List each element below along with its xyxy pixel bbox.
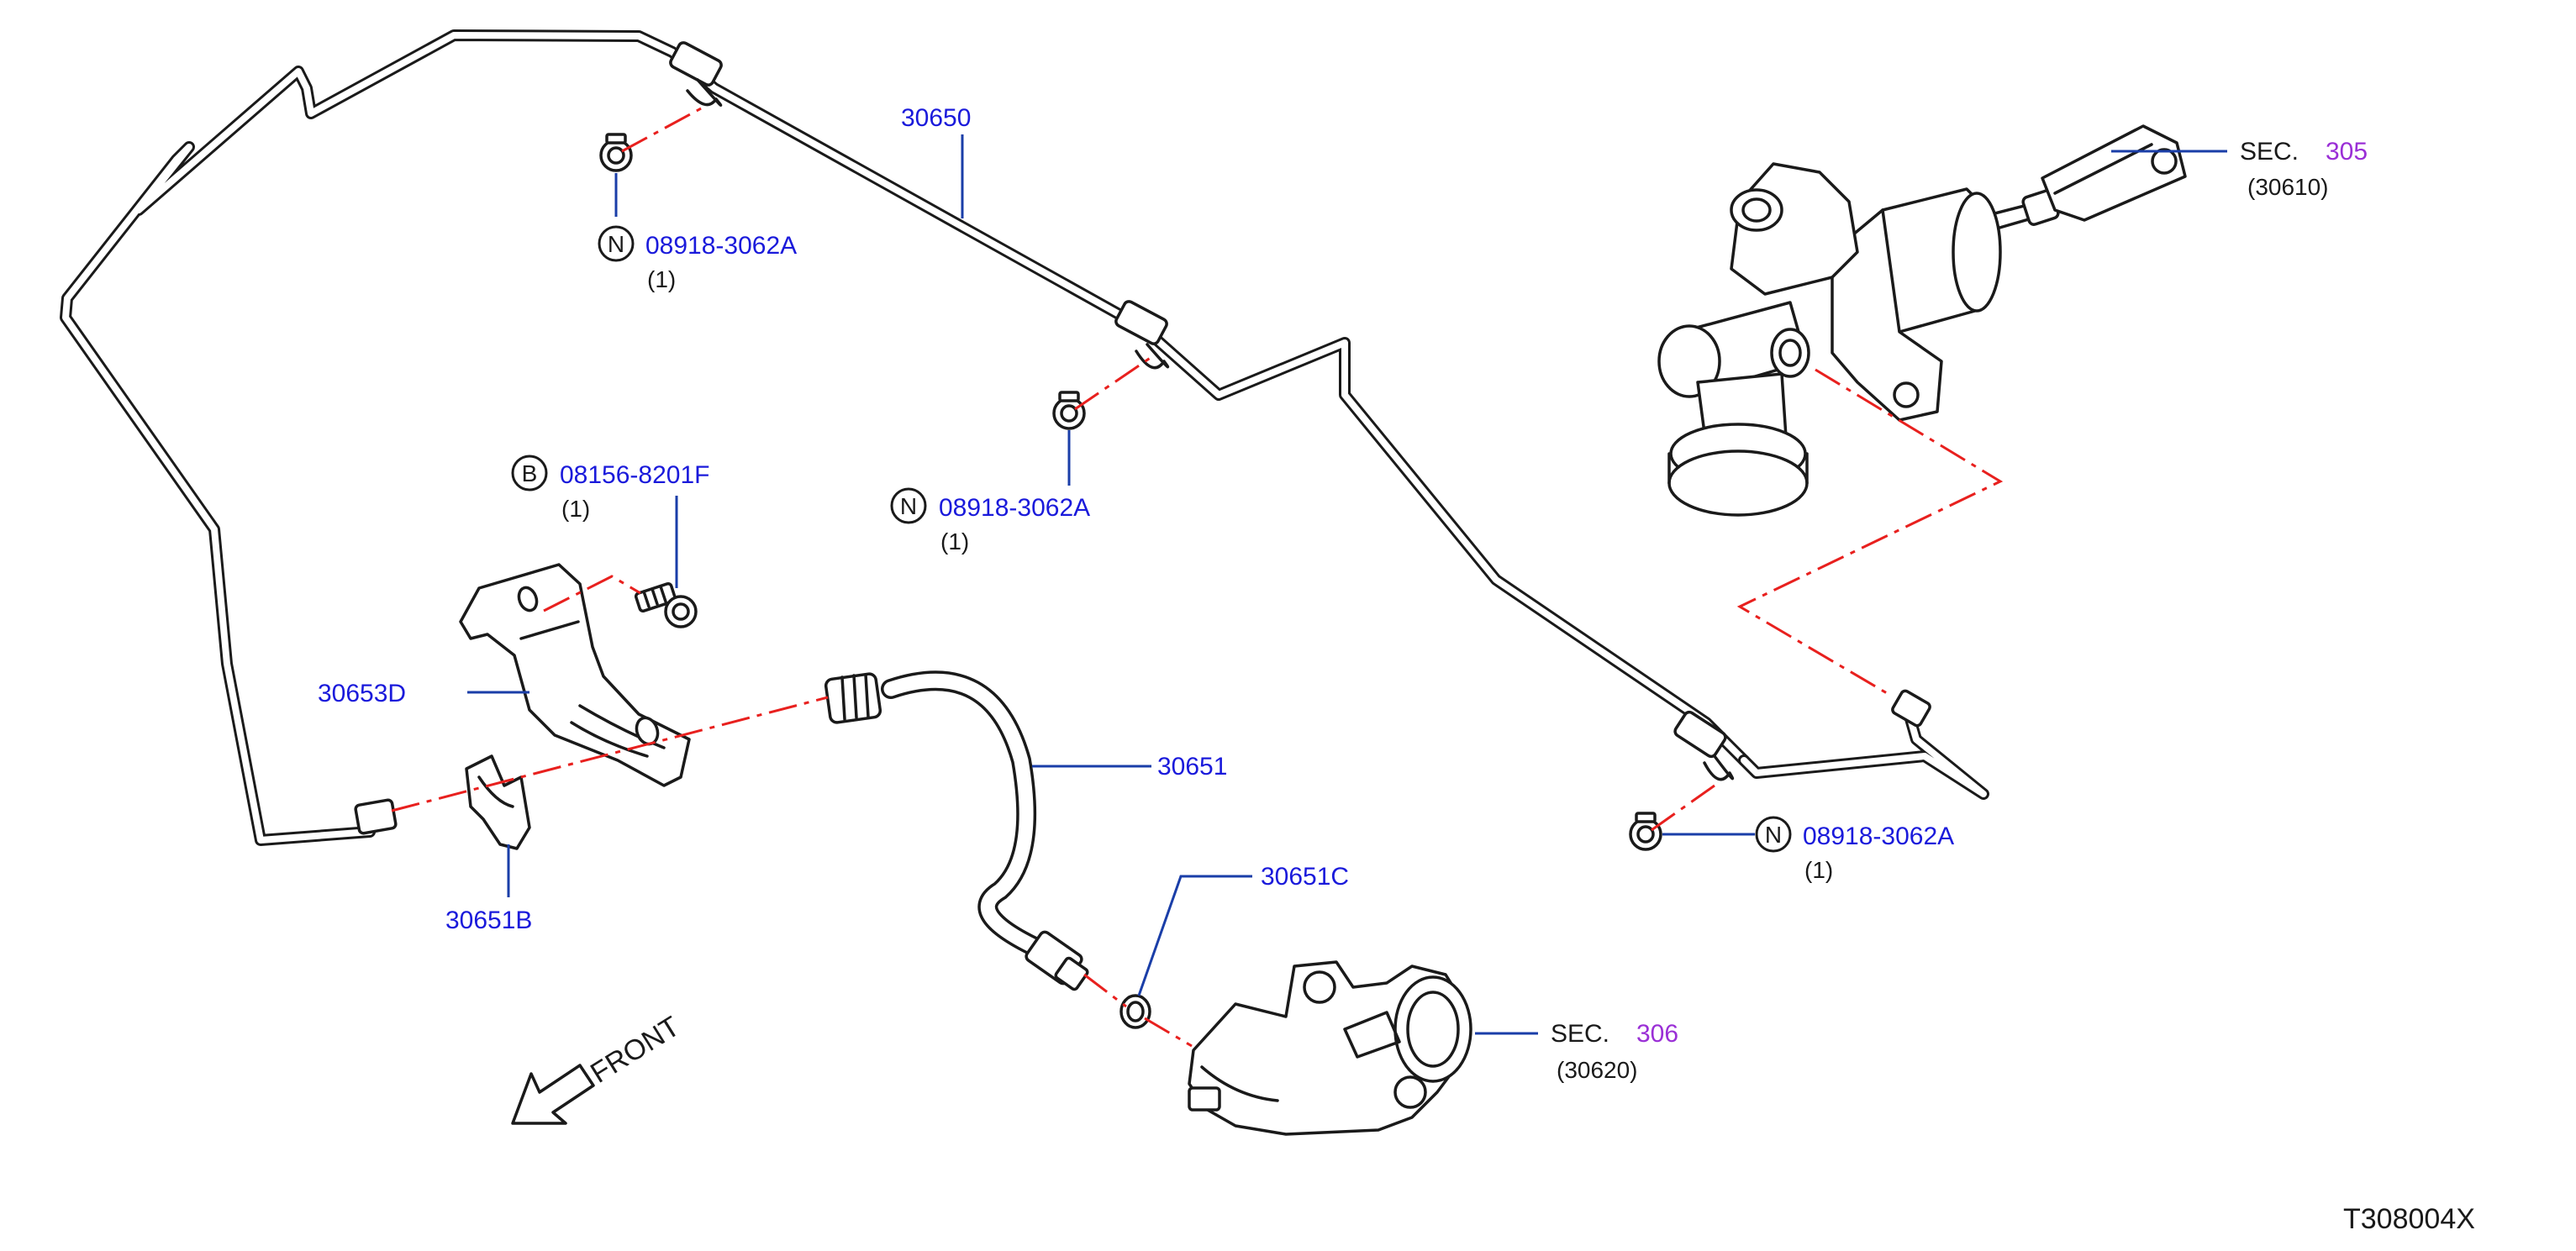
front-marker: FRONT (511, 1011, 686, 1125)
sec-306-number: 306 (1636, 1020, 1678, 1048)
n-symbol: N (900, 493, 917, 519)
n-symbol: N (608, 231, 624, 257)
callout-nut-top[interactable]: N 08918-3062A (1) (598, 225, 797, 292)
clutch-hose-30651[interactable] (824, 670, 1089, 991)
leader-lines (467, 134, 2227, 1035)
assembly-centerlines (391, 106, 2004, 1048)
sec-305-number: 305 (2326, 138, 2368, 166)
nut-right[interactable] (1629, 812, 1662, 851)
sec-306-ref: (30620) (1557, 1057, 1638, 1083)
b-symbol: B (522, 460, 538, 486)
callout-30651c[interactable]: 30651C (1261, 863, 1349, 891)
b-symbol-circle (511, 455, 548, 491)
n-symbol-circle (598, 225, 635, 262)
callout-30653d[interactable]: 30653D (318, 680, 406, 707)
bolt-part-number: 08156-8201F (560, 461, 709, 489)
callout-sec-305[interactable]: SEC. 305 (30610) (2240, 138, 2368, 200)
nut-top-part-number: 08918-3062A (645, 232, 797, 260)
nut-mid-part-number: 08918-3062A (939, 494, 1090, 522)
nut-top-qty: (1) (647, 266, 676, 292)
nut-right-part-number: 08918-3062A (1803, 823, 1954, 850)
n-symbol-circle (890, 487, 927, 524)
callout-30651b[interactable]: 30651B (445, 907, 532, 934)
callout-sec-306[interactable]: SEC. 306 (30620) (1551, 1020, 1678, 1083)
callout-nut-mid[interactable]: N 08918-3062A (1) (890, 487, 1090, 555)
front-label: FRONT (585, 1011, 685, 1090)
callout-30651[interactable]: 30651 (1157, 753, 1227, 781)
nut-mid-qty: (1) (940, 528, 969, 555)
nut-top[interactable] (599, 133, 633, 172)
diagram-id: T308004X (2343, 1203, 2475, 1235)
n-symbol-circle (1755, 816, 1792, 853)
sec-305-ref: (30610) (2247, 174, 2329, 200)
bracket-30653d[interactable] (459, 563, 691, 787)
bolt-qty: (1) (561, 496, 590, 522)
callout-30650[interactable]: 30650 (901, 104, 971, 132)
clutch-master-cylinder[interactable] (1657, 124, 2187, 517)
n-symbol: N (1765, 822, 1782, 848)
o-ring-30651c[interactable] (1119, 994, 1151, 1029)
sec-306-prefix: SEC. (1551, 1020, 1609, 1048)
nut-mid[interactable] (1052, 391, 1086, 430)
front-arrow-icon (511, 1064, 595, 1125)
clutch-pipe-30650[interactable] (60, 29, 1989, 846)
sec-305-prefix: SEC. (2240, 138, 2299, 166)
bolt-08156-8201f[interactable] (634, 582, 698, 628)
callout-bolt[interactable]: B 08156-8201F (1) (511, 455, 709, 522)
clip-30651b[interactable] (465, 754, 531, 850)
callout-nut-right[interactable]: N 08918-3062A (1) (1755, 816, 1954, 883)
nut-right-qty: (1) (1804, 857, 1833, 883)
clutch-operating-cylinder[interactable] (1188, 960, 1472, 1136)
